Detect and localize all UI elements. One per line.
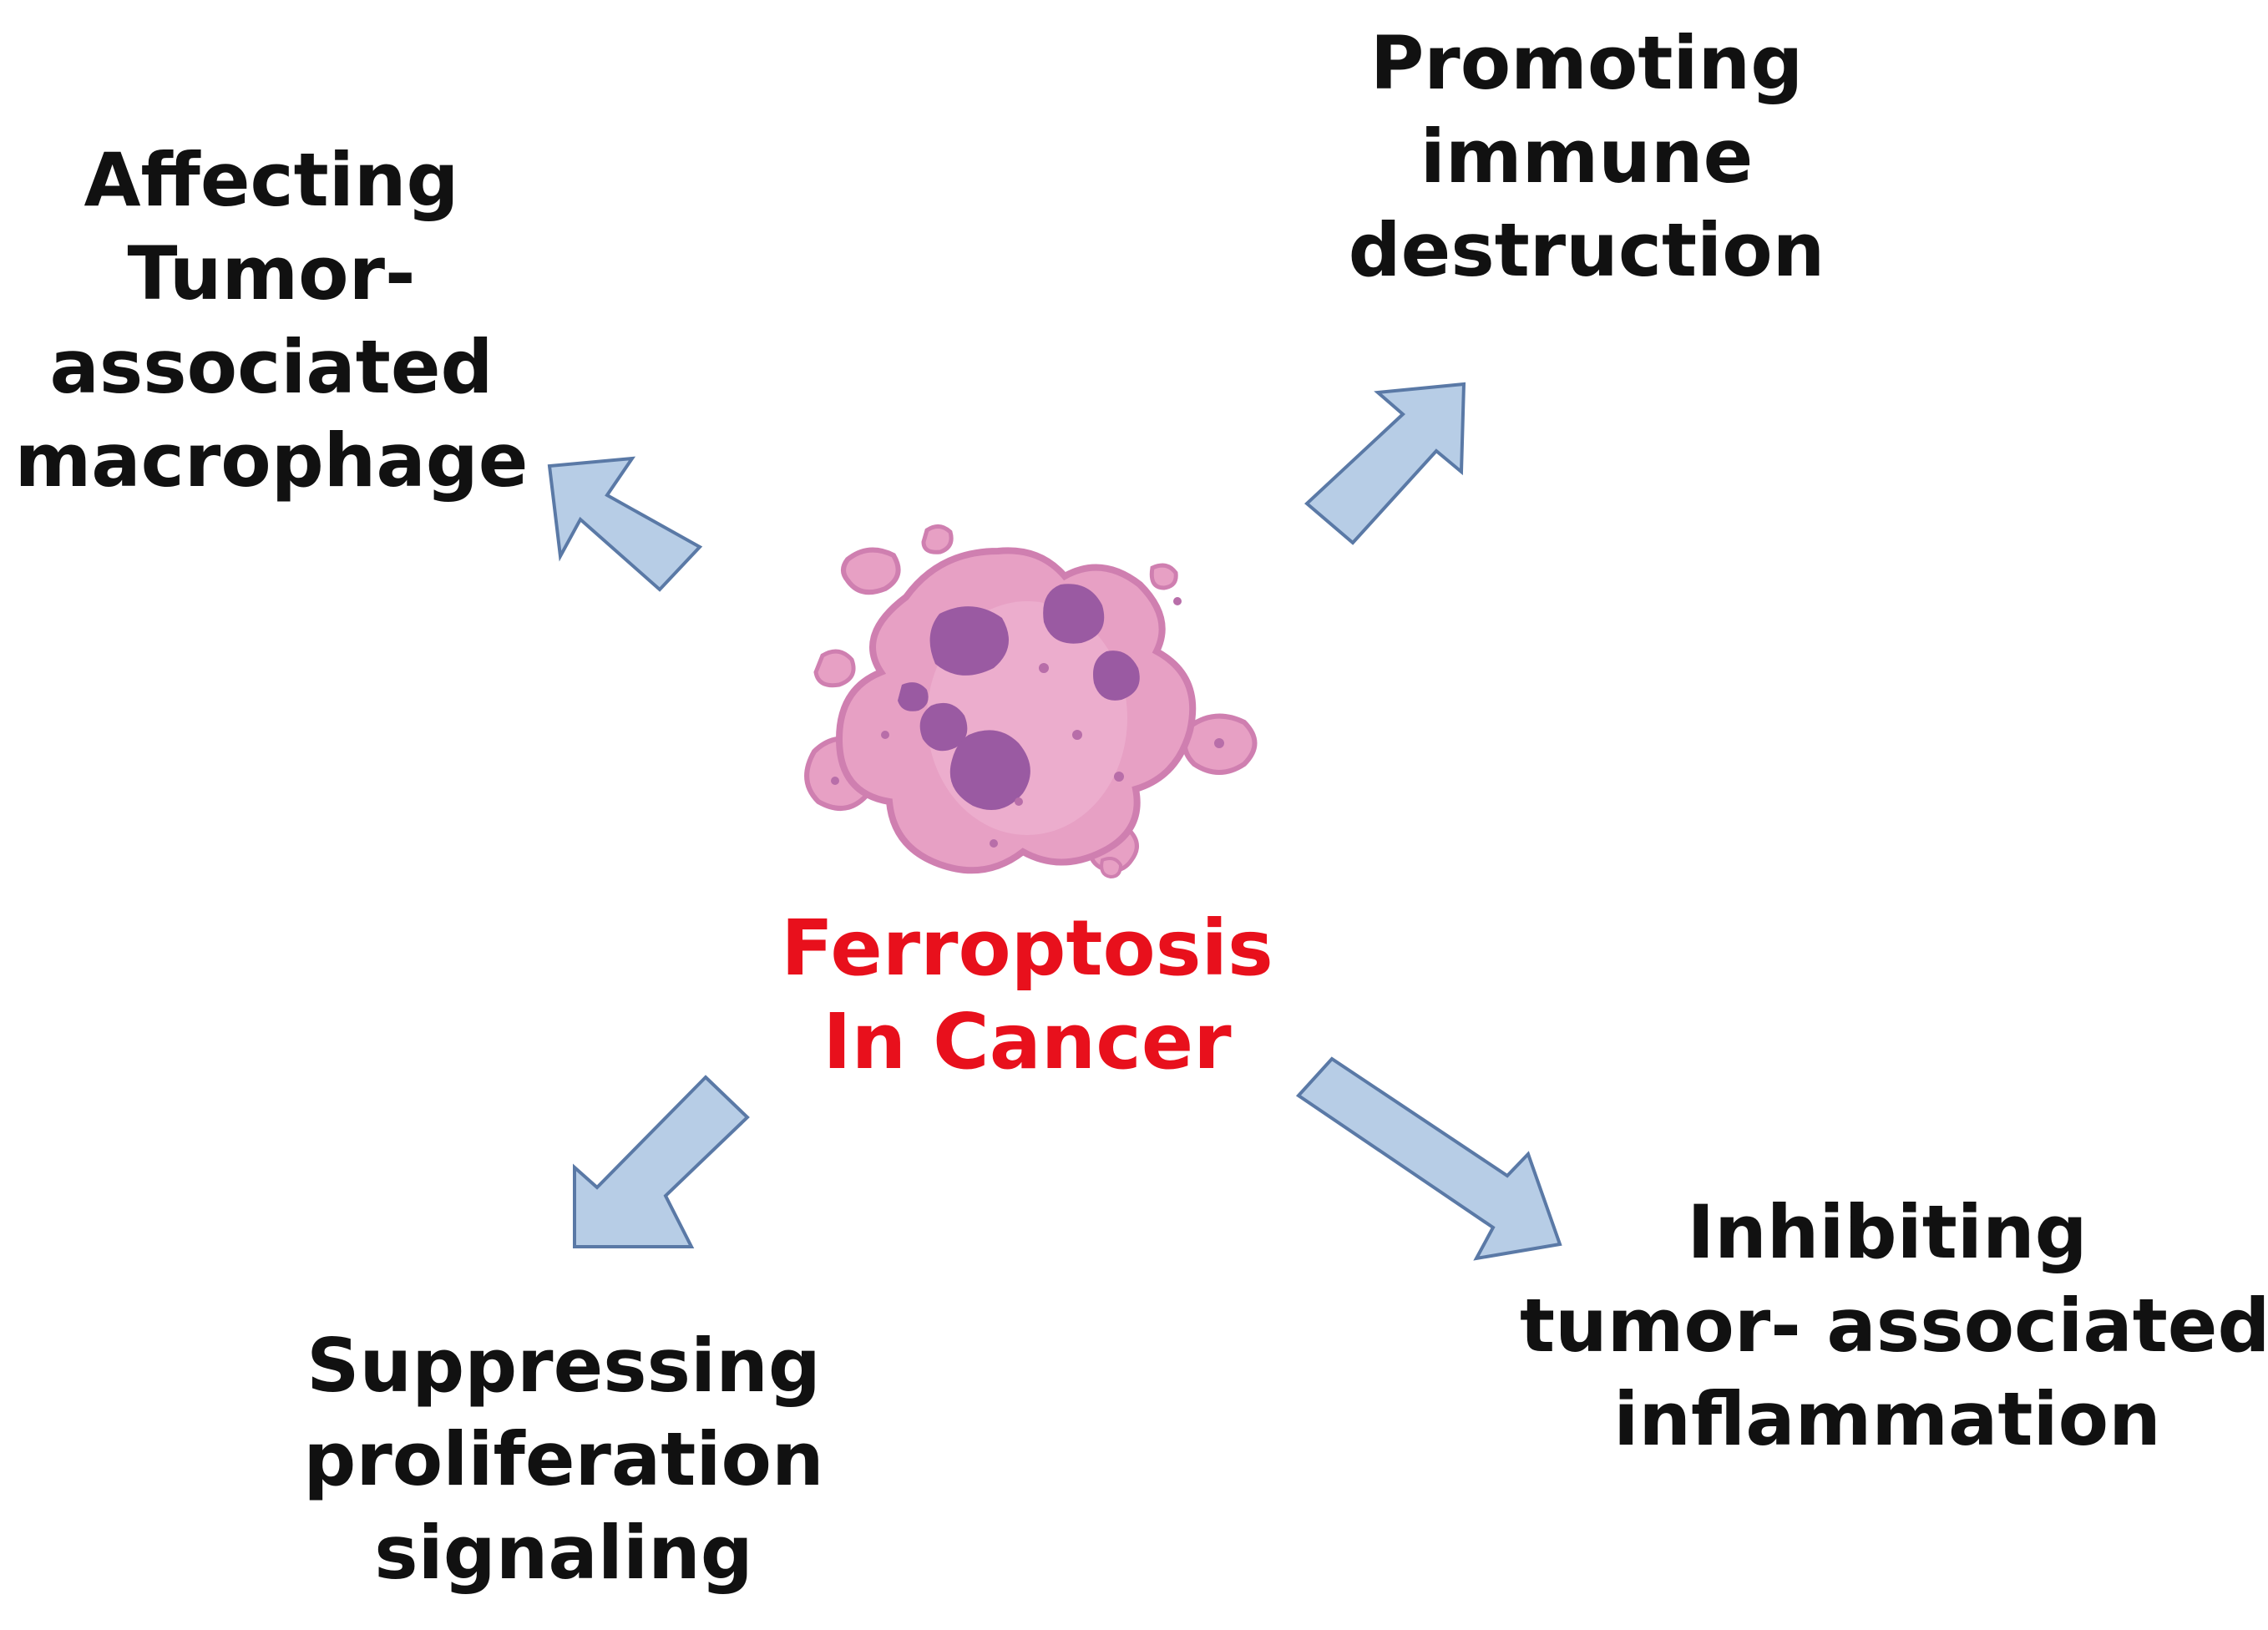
- arrow-to-immune-destruction-icon: [1304, 382, 1466, 545]
- arrow-to-macrophage-icon: [547, 456, 703, 592]
- outcome-inflammation-line-1: Inhibiting: [1687, 1189, 2088, 1275]
- outcome-proliferation-signaling: Suppressing proliferation signaling: [276, 1319, 852, 1600]
- outcome-macrophage-line-1: Affecting: [84, 137, 459, 223]
- outcome-immune-line-1: Promoting: [1369, 20, 1804, 106]
- arrow-to-proliferation-signaling-icon: [573, 1075, 750, 1248]
- dying-cancer-cell-icon: [804, 524, 1258, 879]
- outcome-immune-destruction: Promoting immune destruction: [1319, 17, 1854, 297]
- center-title: Ferroptosis In Cancer: [735, 902, 1319, 1089]
- outcome-immune-line-2: immune: [1420, 114, 1754, 200]
- outcome-proliferation-line-1: Suppressing: [306, 1323, 821, 1409]
- outcome-macrophage: Affecting Tumor- associated macrophage: [0, 134, 543, 508]
- outcome-inflammation-line-2: tumor- associated: [1520, 1283, 2268, 1369]
- outcome-macrophage-line-4: macrophage: [14, 418, 529, 504]
- center-title-line-1: Ferroptosis: [781, 904, 1273, 993]
- arrow-to-inflammation-icon: [1295, 1056, 1562, 1261]
- outcome-macrophage-line-3: associated: [49, 324, 494, 410]
- outcome-proliferation-line-3: signaling: [374, 1510, 753, 1596]
- center-title-line-2: In Cancer: [823, 997, 1232, 1086]
- outcome-inflammation: Inhibiting tumor- associated inflammatio…: [1520, 1186, 2268, 1466]
- outcome-proliferation-line-2: proliferation: [303, 1416, 824, 1502]
- outcome-inflammation-line-3: inflammation: [1613, 1376, 2161, 1462]
- outcome-immune-line-3: destruction: [1348, 207, 1825, 293]
- outcome-macrophage-line-2: Tumor-: [127, 230, 416, 316]
